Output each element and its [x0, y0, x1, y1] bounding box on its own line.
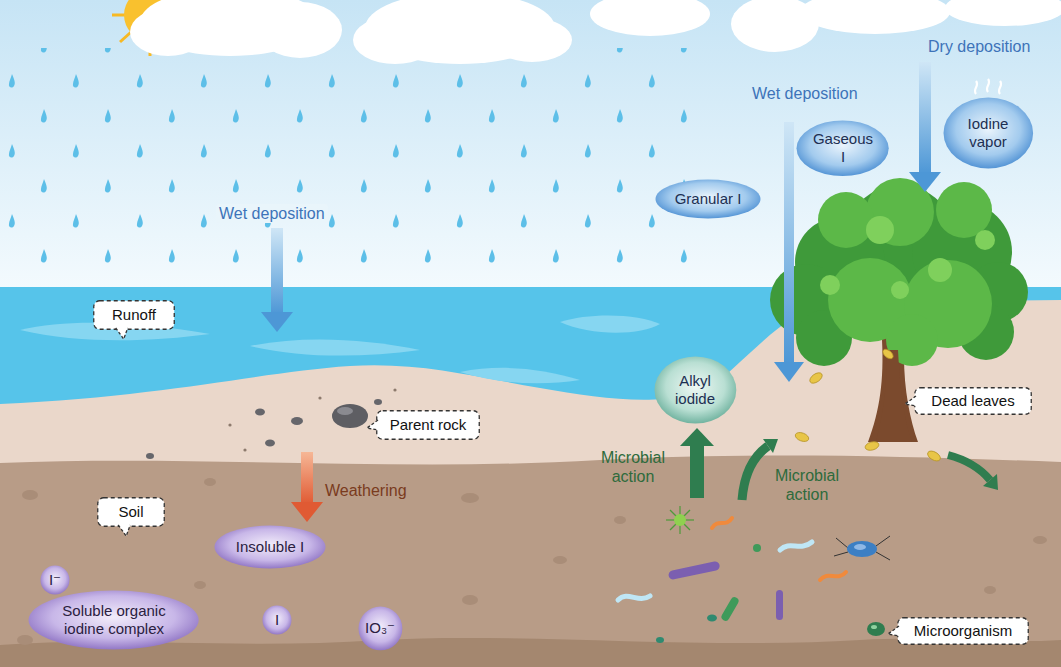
iodine-circle: I⁻ — [40, 565, 70, 595]
callout-outline — [377, 411, 480, 440]
iodine-ellipse: Gaseous I — [796, 120, 889, 177]
callout-outline — [915, 388, 1032, 415]
iodine-ellipse: Insoluble I — [214, 525, 326, 569]
process-label: Microbial action — [764, 466, 850, 504]
node-text-wrap: Granular I — [675, 190, 742, 208]
clouds — [130, 0, 1061, 64]
iodine-circle: IO₃⁻ — [358, 606, 403, 651]
sky — [0, 0, 1061, 300]
node-text: I⁻ — [49, 571, 61, 589]
node-text-wrap: Parent rock — [390, 416, 467, 434]
node-text: Parent rock — [390, 416, 467, 434]
node-text: Granular I — [675, 190, 742, 208]
callout-box: Dead leaves — [914, 387, 1032, 415]
node-text: Microorganism — [914, 622, 1012, 640]
iodine-ellipse: Alkyl iodide — [654, 356, 737, 424]
ellipse-fill — [797, 120, 889, 176]
node-text-wrap: Dead leaves — [931, 392, 1014, 410]
iodine-ellipse: Granular I — [655, 179, 761, 219]
node-text: Alkyl iodide — [667, 372, 723, 408]
callout-tail — [118, 525, 130, 536]
node-text-wrap: IO₃⁻ — [365, 619, 395, 637]
node-text: Soluble organic iodine complex — [52, 602, 176, 638]
process-label: Weathering — [325, 481, 407, 500]
node-text: Soil — [118, 503, 143, 521]
process-label: Wet deposition — [752, 84, 858, 103]
node-text-wrap: Microorganism — [914, 622, 1012, 640]
node-text-wrap: Alkyl iodide — [667, 372, 723, 408]
node-text: IO₃⁻ — [365, 619, 395, 637]
circle-fill — [41, 566, 70, 595]
node-text: Runoff — [112, 306, 156, 324]
process-label: Microbial action — [590, 448, 676, 486]
iodine-circle: I — [262, 605, 292, 635]
callout-tail — [905, 396, 916, 406]
microbial-arrows — [680, 428, 998, 500]
weathering-arrow — [291, 452, 323, 522]
node-text-wrap: Soil — [118, 503, 143, 521]
ellipse-fill — [215, 526, 326, 569]
callout-outline — [94, 301, 175, 330]
iodine-ellipse: Soluble organic iodine complex — [28, 590, 199, 650]
callout-box: Soil — [97, 497, 165, 527]
node-text: Gaseous I — [811, 130, 875, 166]
callout-tail — [116, 328, 128, 339]
node-text: Insoluble I — [236, 538, 304, 556]
ellipse-fill — [943, 98, 1033, 169]
node-text: I — [275, 611, 279, 629]
callout-tail — [888, 626, 899, 636]
node-text-wrap: I⁻ — [49, 571, 61, 589]
rain — [0, 48, 705, 283]
rocks — [146, 388, 397, 459]
node-text-wrap: Insoluble I — [236, 538, 304, 556]
callout-box: Runoff — [93, 300, 175, 330]
node-text: Dead leaves — [931, 392, 1014, 410]
process-label: Dry deposition — [928, 37, 1030, 56]
callout-box: Parent rock — [376, 410, 480, 440]
node-text-wrap: Soluble organic iodine complex — [52, 602, 176, 638]
process-label: Wet deposition — [216, 204, 328, 223]
node-text-wrap: Gaseous I — [811, 130, 875, 166]
iodine-ellipse: Iodine vapor — [943, 97, 1034, 169]
ellipse-fill — [29, 591, 199, 650]
node-text: Iodine vapor — [957, 115, 1019, 151]
microorganisms — [618, 506, 890, 643]
callout-outline — [98, 498, 165, 527]
tree — [770, 178, 1028, 442]
ellipse-fill — [656, 180, 761, 219]
deposition-arrows — [261, 62, 941, 382]
callout-tail — [367, 420, 378, 430]
iodine-vapor-steam — [975, 79, 1001, 94]
node-text-wrap: Iodine vapor — [957, 115, 1019, 151]
circle-fill — [358, 606, 402, 650]
callout-outline — [898, 618, 1029, 645]
node-text-wrap: Runoff — [112, 306, 156, 324]
callout-box: Microorganism — [897, 617, 1029, 645]
ellipse-fill — [654, 357, 736, 424]
node-text-wrap: I — [275, 611, 279, 629]
soil — [0, 456, 1061, 667]
circle-fill — [263, 606, 292, 635]
